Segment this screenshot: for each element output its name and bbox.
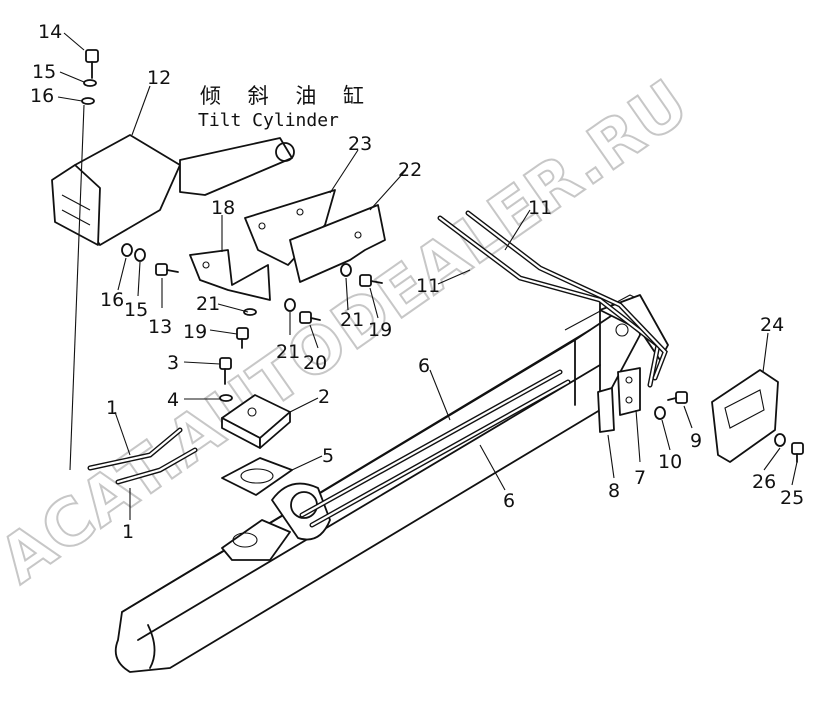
callout-22: 22 bbox=[398, 159, 422, 181]
bracket-18 bbox=[189, 249, 271, 301]
callout-26: 26 bbox=[752, 471, 776, 493]
callout-15: 15 bbox=[32, 61, 56, 83]
tilt-cylinder bbox=[51, 134, 295, 246]
callout-1-lower: 1 bbox=[122, 521, 134, 543]
callout-10: 10 bbox=[658, 451, 682, 473]
callout-19-a: 19 bbox=[183, 321, 207, 343]
callout-11-lower: 11 bbox=[416, 275, 440, 297]
callout-23: 23 bbox=[348, 133, 372, 155]
callout-21-b: 21 bbox=[276, 341, 300, 363]
callout-7: 7 bbox=[634, 467, 646, 489]
hose-11 bbox=[437, 210, 668, 388]
plate-8 bbox=[597, 387, 615, 433]
bracket-22 bbox=[289, 204, 386, 283]
callout-4: 4 bbox=[167, 389, 179, 411]
frame-beam bbox=[114, 294, 669, 673]
callout-1-upper: 1 bbox=[106, 397, 118, 419]
callout-8: 8 bbox=[608, 480, 620, 502]
callout-5: 5 bbox=[322, 445, 334, 467]
callout-16: 16 bbox=[30, 85, 54, 107]
valve-2 bbox=[221, 394, 291, 449]
callout-6-upper: 6 bbox=[418, 355, 430, 377]
callout-14: 14 bbox=[38, 21, 62, 43]
callout-19-b: 19 bbox=[368, 319, 392, 341]
callout-11-upper: 11 bbox=[528, 197, 552, 219]
callout-12: 12 bbox=[147, 67, 171, 89]
hose-6 bbox=[299, 369, 571, 528]
callout-13: 13 bbox=[148, 316, 172, 338]
callout-18: 18 bbox=[211, 197, 235, 219]
block-7 bbox=[617, 367, 641, 416]
hardware bbox=[81, 49, 804, 463]
callout-3: 3 bbox=[167, 352, 179, 374]
hose-1 bbox=[87, 427, 198, 485]
callout-21-a: 21 bbox=[196, 293, 220, 315]
title-chinese: 倾 斜 油 缸 bbox=[200, 84, 374, 108]
callout-20: 20 bbox=[303, 352, 327, 374]
title-english: Tilt Cylinder bbox=[198, 110, 339, 131]
cover-24 bbox=[711, 369, 779, 463]
callout-15-lower: 15 bbox=[124, 299, 148, 321]
callout-24: 24 bbox=[760, 314, 784, 336]
callout-16-lower: 16 bbox=[100, 289, 124, 311]
callout-numbers: 14 15 16 12 23 22 18 11 11 16 15 13 21 2… bbox=[30, 21, 804, 543]
callout-2: 2 bbox=[318, 386, 330, 408]
callout-6-lower: 6 bbox=[503, 490, 515, 512]
leader-lines bbox=[57, 32, 798, 520]
callout-21-c: 21 bbox=[340, 309, 364, 331]
callout-25: 25 bbox=[780, 487, 804, 509]
callout-9: 9 bbox=[690, 430, 702, 452]
